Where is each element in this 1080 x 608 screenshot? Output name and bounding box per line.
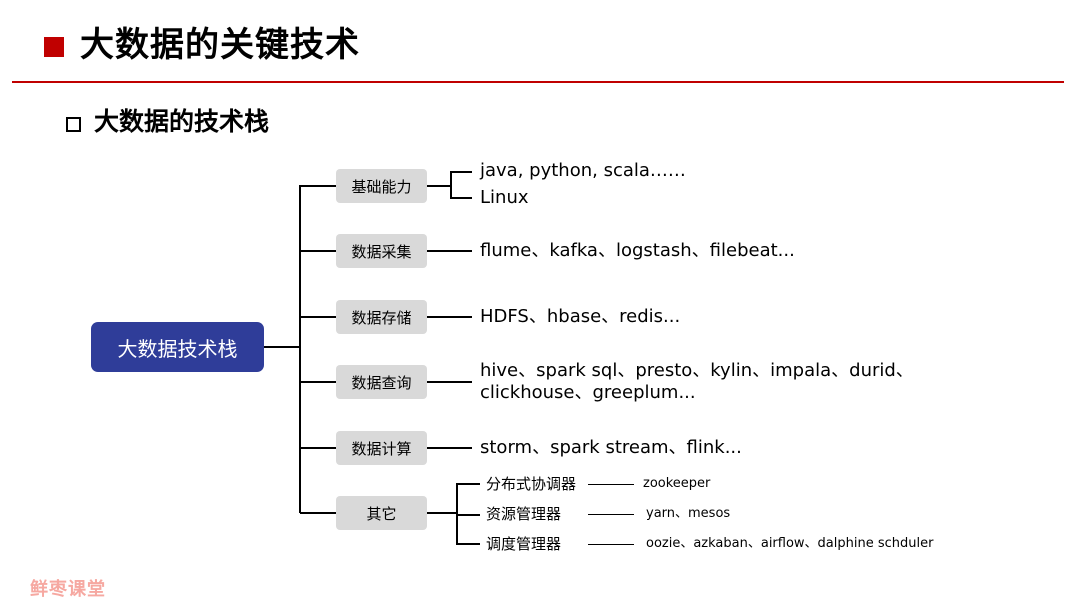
tech-item: HDFS、hbase、redis...: [480, 306, 681, 327]
item-connector: [456, 543, 480, 545]
category-node-compute: 数据计算: [336, 431, 427, 465]
watermark-logo: 鲜枣课堂: [30, 579, 106, 600]
page-title: 大数据的关键技术: [80, 25, 360, 65]
branch-line: [300, 250, 336, 252]
category-label: 基础能力: [351, 177, 412, 196]
item-bracket: [450, 171, 452, 199]
root-node: 大数据技术栈: [91, 322, 264, 372]
tech-item: zookeeper: [643, 476, 711, 491]
title-divider: [12, 81, 1064, 83]
branch-line: [300, 185, 336, 187]
tech-item: flume、kafka、logstash、filebeat...: [480, 240, 795, 261]
section-subtitle: 大数据的技术栈: [94, 107, 270, 136]
item-connector: [427, 250, 472, 252]
sub-connector: [588, 544, 634, 545]
category-label: 数据计算: [351, 439, 412, 458]
tech-item: hive、spark sql、presto、kylin、impala、durid…: [480, 360, 914, 381]
sub-connector: [588, 484, 634, 485]
category-node-storage: 数据存储: [336, 300, 427, 334]
root-node-label: 大数据技术栈: [117, 336, 238, 361]
sub-category-label: 资源管理器: [486, 505, 562, 523]
category-label: 其它: [366, 504, 397, 523]
item-connector: [427, 512, 457, 514]
category-node-query: 数据查询: [336, 365, 427, 399]
tech-item: clickhouse、greeplum...: [480, 382, 696, 403]
sub-category-label: 分布式协调器: [486, 475, 577, 493]
title-marker: [44, 37, 64, 57]
category-node-basics: 基础能力: [336, 169, 427, 203]
tech-item: Linux: [480, 187, 529, 208]
category-label: 数据采集: [351, 242, 412, 261]
item-connector: [427, 316, 472, 318]
sub-connector: [588, 514, 634, 515]
subtitle-marker: [66, 117, 81, 132]
branch-line: [300, 512, 336, 514]
tech-item: java, python, scala……: [480, 160, 686, 181]
item-connector: [427, 447, 472, 449]
tech-item: yarn、mesos: [646, 506, 731, 521]
category-label: 数据存储: [351, 308, 412, 327]
trunk-line: [299, 185, 301, 513]
item-connector: [427, 185, 451, 187]
category-node-collection: 数据采集: [336, 234, 427, 268]
tech-item: storm、spark stream、flink...: [480, 437, 742, 458]
item-connector: [456, 483, 480, 485]
branch-line: [300, 381, 336, 383]
item-connector: [427, 381, 472, 383]
branch-line: [300, 316, 336, 318]
root-connector: [264, 346, 300, 348]
tech-item: oozie、azkaban、airflow、dalphine schduler: [646, 536, 934, 551]
branch-line: [300, 447, 336, 449]
item-connector: [450, 197, 472, 199]
category-label: 数据查询: [351, 373, 412, 392]
item-connector: [456, 514, 480, 516]
item-connector: [450, 171, 472, 173]
category-node-other: 其它: [336, 496, 427, 530]
sub-category-label: 调度管理器: [486, 535, 562, 553]
